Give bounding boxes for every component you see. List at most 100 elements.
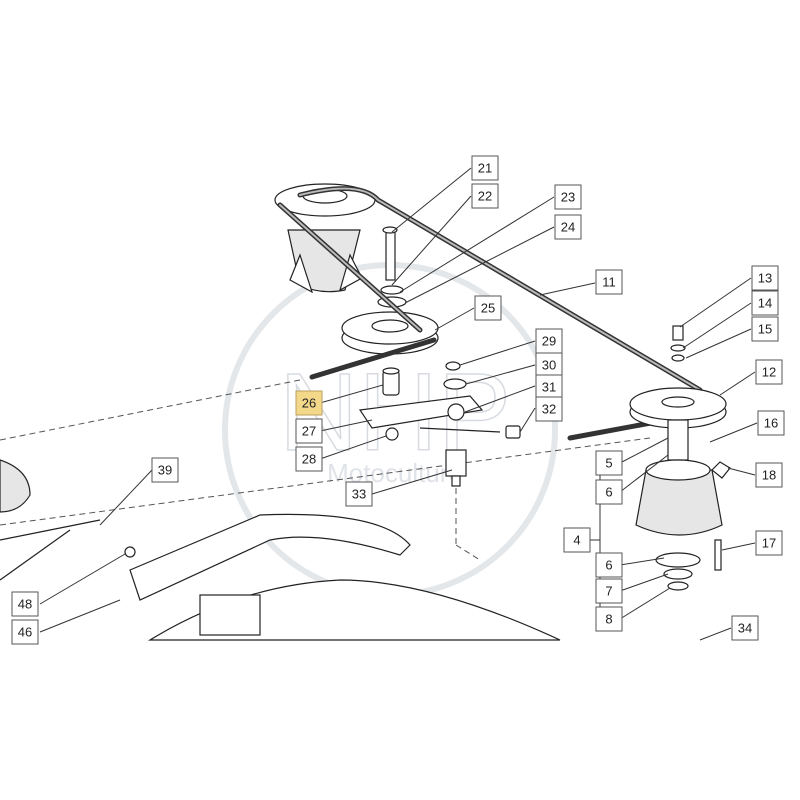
callout-box bbox=[755, 530, 783, 556]
callout-13[interactable]: 13 bbox=[751, 265, 779, 291]
callout-box bbox=[471, 155, 499, 181]
callout-31[interactable]: 31 bbox=[535, 374, 563, 400]
callout-5[interactable]: 5 bbox=[595, 450, 623, 476]
callout-label: 5 bbox=[605, 456, 612, 471]
callout-box bbox=[563, 527, 591, 553]
callout-6[interactable]: 6 bbox=[595, 552, 623, 578]
callout-box bbox=[474, 295, 502, 321]
callout-30[interactable]: 30 bbox=[535, 352, 563, 378]
callout-box bbox=[535, 352, 563, 378]
callout-label: 29 bbox=[542, 334, 556, 349]
callout-label: 33 bbox=[352, 487, 366, 502]
callout-box bbox=[151, 457, 179, 483]
callout-label: 24 bbox=[561, 220, 575, 235]
callout-29[interactable]: 29 bbox=[535, 328, 563, 354]
callout-box bbox=[11, 619, 39, 645]
callout-box bbox=[751, 316, 779, 342]
callout-label: 15 bbox=[758, 322, 772, 337]
callout-26-highlighted[interactable]: 26 bbox=[295, 390, 323, 416]
callout-15[interactable]: 15 bbox=[751, 316, 779, 342]
callout-16[interactable]: 16 bbox=[757, 410, 785, 436]
callout-box bbox=[535, 328, 563, 354]
callout-box bbox=[755, 359, 783, 385]
callout-label: 46 bbox=[18, 625, 32, 640]
callout-label: 7 bbox=[605, 584, 612, 599]
deck-parts bbox=[0, 459, 561, 641]
callout-label: 6 bbox=[605, 558, 612, 573]
callout-label: 8 bbox=[605, 612, 612, 627]
callout-12[interactable]: 12 bbox=[755, 359, 783, 385]
callout-box bbox=[751, 265, 779, 291]
callout-34[interactable]: 34 bbox=[731, 615, 759, 641]
callout-21[interactable]: 21 bbox=[471, 155, 499, 181]
callout-box bbox=[345, 481, 373, 507]
callout-box bbox=[295, 446, 323, 472]
callout-box bbox=[554, 184, 582, 210]
callout-22[interactable]: 22 bbox=[471, 183, 499, 209]
callout-box bbox=[595, 606, 623, 632]
callout-48[interactable]: 48 bbox=[11, 591, 39, 617]
callout-17[interactable]: 17 bbox=[755, 530, 783, 556]
callout-28[interactable]: 28 bbox=[295, 446, 323, 472]
callout-label: 27 bbox=[302, 424, 316, 439]
callout-label: 23 bbox=[561, 190, 575, 205]
callout-label: 16 bbox=[764, 416, 778, 431]
callout-label: 48 bbox=[18, 597, 32, 612]
callout-box bbox=[731, 615, 759, 641]
callout-18[interactable]: 18 bbox=[755, 462, 783, 488]
callout-7[interactable]: 7 bbox=[595, 578, 623, 604]
callout-box bbox=[595, 269, 623, 295]
callout-39[interactable]: 39 bbox=[151, 457, 179, 483]
callout-label: 14 bbox=[758, 296, 772, 311]
callout-label: 32 bbox=[542, 402, 556, 417]
callout-label: 34 bbox=[738, 621, 752, 636]
callout-46[interactable]: 46 bbox=[11, 619, 39, 645]
callout-box bbox=[11, 591, 39, 617]
leader-lines bbox=[39, 167, 758, 641]
callout-label: 18 bbox=[762, 468, 776, 483]
callout-box bbox=[471, 183, 499, 209]
callout-box bbox=[595, 578, 623, 604]
callout-box bbox=[757, 410, 785, 436]
callout-label: 25 bbox=[481, 301, 495, 316]
callout-8[interactable]: 8 bbox=[595, 606, 623, 632]
callout-14[interactable]: 14 bbox=[751, 290, 779, 316]
callout-6[interactable]: 6 bbox=[595, 479, 623, 505]
callout-label: 4 bbox=[573, 533, 580, 548]
callout-label: 12 bbox=[762, 365, 776, 380]
callout-label: 31 bbox=[542, 380, 556, 395]
callout-27[interactable]: 27 bbox=[295, 418, 323, 444]
callout-box bbox=[535, 396, 563, 422]
callout-label: 17 bbox=[762, 536, 776, 551]
callout-23[interactable]: 23 bbox=[554, 184, 582, 210]
callout-label: 30 bbox=[542, 358, 556, 373]
callout-box bbox=[295, 418, 323, 444]
callout-25[interactable]: 25 bbox=[474, 295, 502, 321]
callout-box bbox=[595, 552, 623, 578]
callout-label: 26 bbox=[302, 396, 316, 411]
callout-box bbox=[595, 479, 623, 505]
tensioner-assembly bbox=[358, 361, 521, 487]
callout-box bbox=[595, 450, 623, 476]
callout-24[interactable]: 24 bbox=[554, 214, 582, 240]
callout-label: 6 bbox=[605, 485, 612, 500]
callout-box bbox=[554, 214, 582, 240]
callout-11[interactable]: 11 bbox=[595, 269, 623, 295]
callout-label: 21 bbox=[478, 161, 492, 176]
callout-33[interactable]: 33 bbox=[345, 481, 373, 507]
callout-label: 11 bbox=[602, 275, 616, 290]
belts bbox=[277, 186, 713, 441]
callout-box bbox=[295, 390, 323, 416]
callout-32[interactable]: 32 bbox=[535, 396, 563, 422]
callout-label: 39 bbox=[158, 463, 172, 478]
callout-layer: 21 22 23 24 25 11 13 14 15 29 30 31 32 26 27 28 33 12 16 5 6… bbox=[11, 155, 785, 645]
callout-box bbox=[751, 290, 779, 316]
right-spindle-assembly bbox=[629, 325, 731, 591]
callout-4[interactable]: 4 bbox=[563, 527, 591, 553]
callout-label: 28 bbox=[302, 452, 316, 467]
alignment-lines bbox=[0, 379, 651, 561]
callout-box bbox=[535, 374, 563, 400]
callout-label: 13 bbox=[758, 271, 772, 286]
callout-box bbox=[755, 462, 783, 488]
